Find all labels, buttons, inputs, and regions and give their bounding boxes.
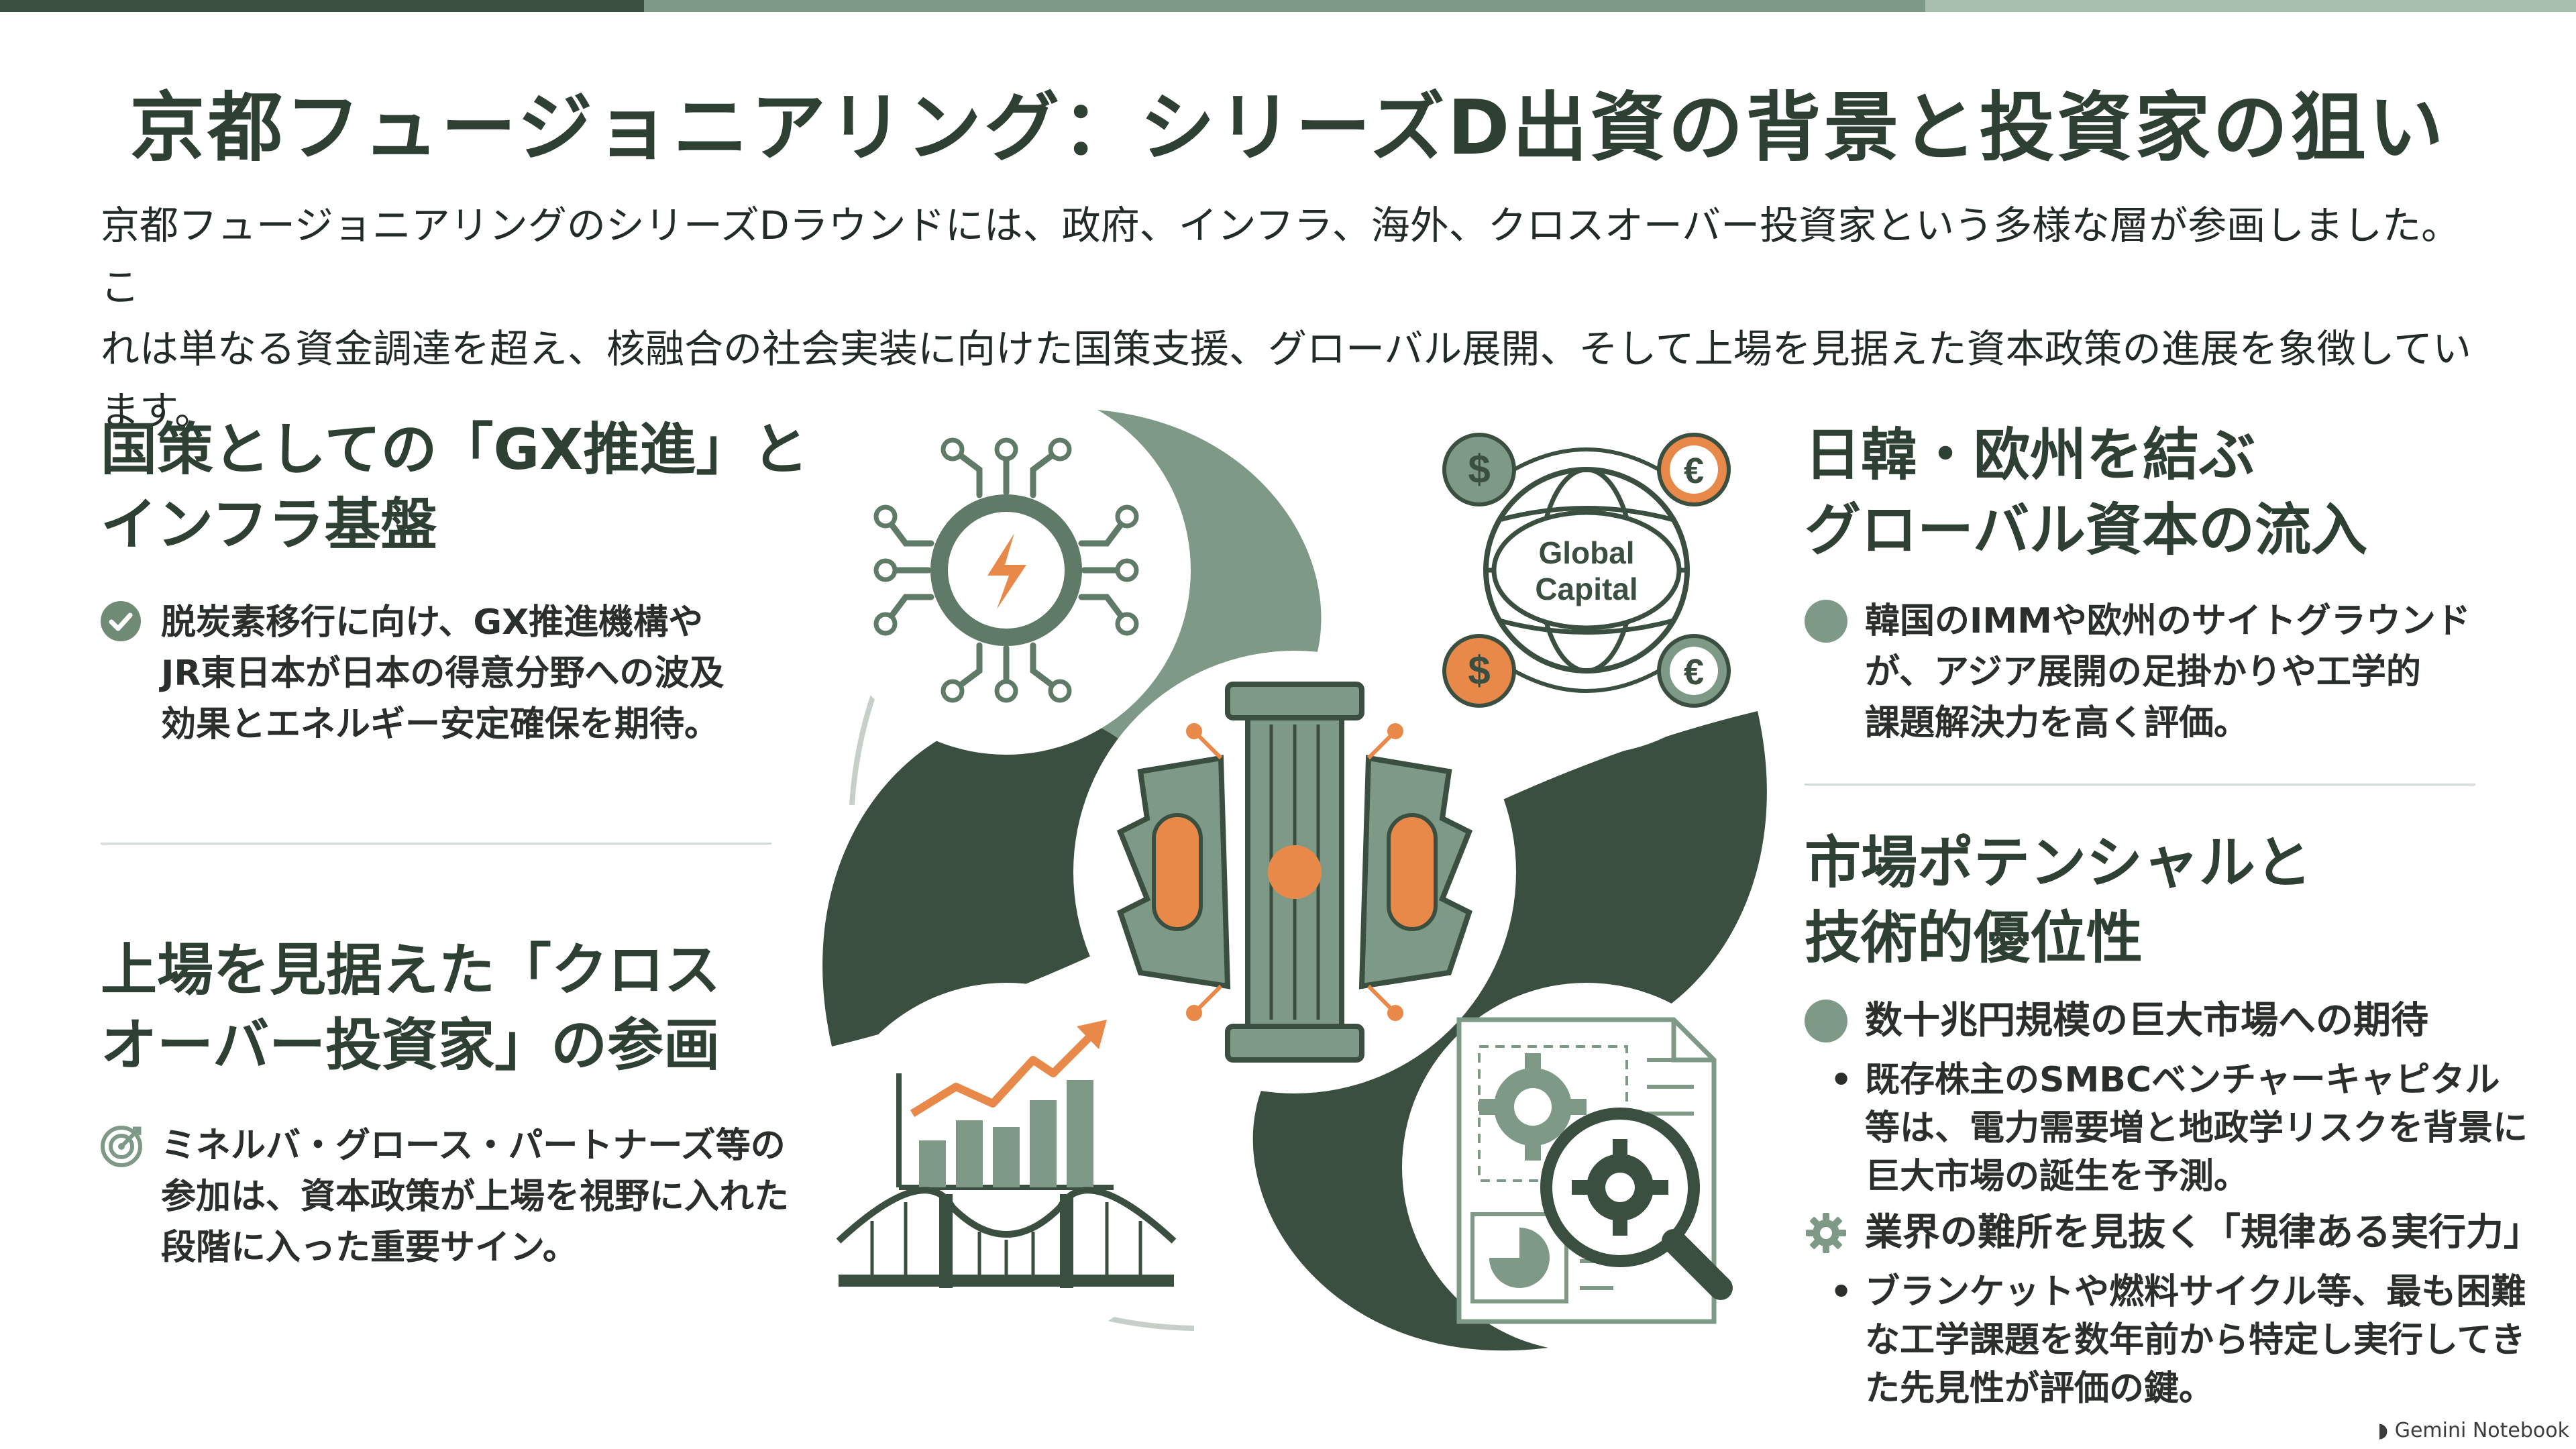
market-subheading-potential: 数十兆円規模の巨大市場への期待	[1865, 999, 2428, 1042]
bullet-circle-icon	[1805, 600, 1847, 643]
divider	[1805, 784, 2475, 786]
euro-coin-icon: €	[1657, 433, 1731, 506]
globe-label-line2: Capital	[1535, 572, 1638, 606]
intro-text: 京都フュージョニアリングのシリーズDラウンドには、政府、インフラ、海外、クロスオ…	[101, 195, 2489, 441]
section-body-ipo: ミネルバ・グロース・パートナーズ等の 参加は、資本政策が上場を視野に入れた 段階…	[161, 1126, 790, 1268]
growth-bridge-icon	[836, 1020, 1177, 1288]
gear-icon	[1806, 1213, 1846, 1253]
section-body-gx: 脱炭素移行に向け、GX推進機構や JR東日本が日本の得意分野への波及 効果とエネ…	[161, 602, 724, 745]
gear-icon	[1572, 1139, 1668, 1236]
dollar-coin-icon: $	[1442, 634, 1516, 708]
intro-line: れは単なる資金調達を超え、核融合の社会実装に向けた国策支援、グローバル展開、そし…	[101, 326, 2471, 433]
page-title: 京都フュージョニアリング：シリーズD出資の背景と投資家の狙い	[129, 85, 2447, 172]
svg-text:$: $	[1468, 447, 1490, 492]
section-heading-gx: 国策としての「GX推進」と インフラ基盤	[101, 417, 809, 557]
target-icon	[101, 1126, 142, 1167]
svg-text:$: $	[1468, 648, 1490, 693]
credit-label: ◗ Gemini Notebook	[2377, 1419, 2569, 1442]
fusion-reactor-icon	[1116, 682, 1473, 1063]
section-heading-global: 日韓・欧州を結ぶ グローバル資本の流入	[1805, 422, 2368, 563]
swirl-shape	[822, 711, 1301, 1046]
divider	[101, 843, 771, 845]
intro-line: 京都フュージョニアリングのシリーズDラウンドには、政府、インフラ、海外、クロスオ…	[101, 203, 2461, 310]
central-graphic: Global Capital $ € $ €	[822, 386, 1771, 1352]
market-bullet-execution: ブランケットや燃料サイクル等、最も困難 な工学課題を数年前から特定し実行してき …	[1830, 1268, 2526, 1413]
bullet-circle-icon	[1805, 1000, 1847, 1042]
svg-text:€: €	[1684, 451, 1704, 491]
market-bullet-potential: 既存株主のSMBCベンチャーキャピタル 等は、電力需要増と地政学リスクを背景に …	[1830, 1056, 2528, 1201]
swirl-shape	[1288, 711, 1767, 1046]
globe-label-line1: Global	[1538, 535, 1634, 570]
section-heading-market: 市場ポテンシャルと 技術的優位性	[1805, 830, 2312, 971]
check-circle-icon	[101, 601, 141, 641]
top-accent-bar	[0, 0, 2576, 12]
power-circuit-icon	[873, 437, 1139, 703]
blueprint-magnifier-icon	[1456, 1017, 1733, 1324]
section-heading-ipo: 上場を見据えた「クロス オーバー投資家」の参画	[101, 937, 721, 1078]
gear-icon	[1479, 1053, 1587, 1161]
section-body-global: 韓国のIMMや欧州のサイトグラウンド が、アジア展開の足掛かりや工学的 課題解決…	[1865, 601, 2471, 743]
global-capital-icon: Global Capital $ € $ €	[1442, 433, 1731, 708]
dollar-coin-icon: $	[1442, 433, 1516, 506]
svg-text:€: €	[1684, 652, 1704, 692]
market-subheading-execution: 業界の難所を見抜く「規律ある実行力」	[1865, 1211, 2541, 1254]
euro-coin-icon: €	[1657, 634, 1731, 708]
